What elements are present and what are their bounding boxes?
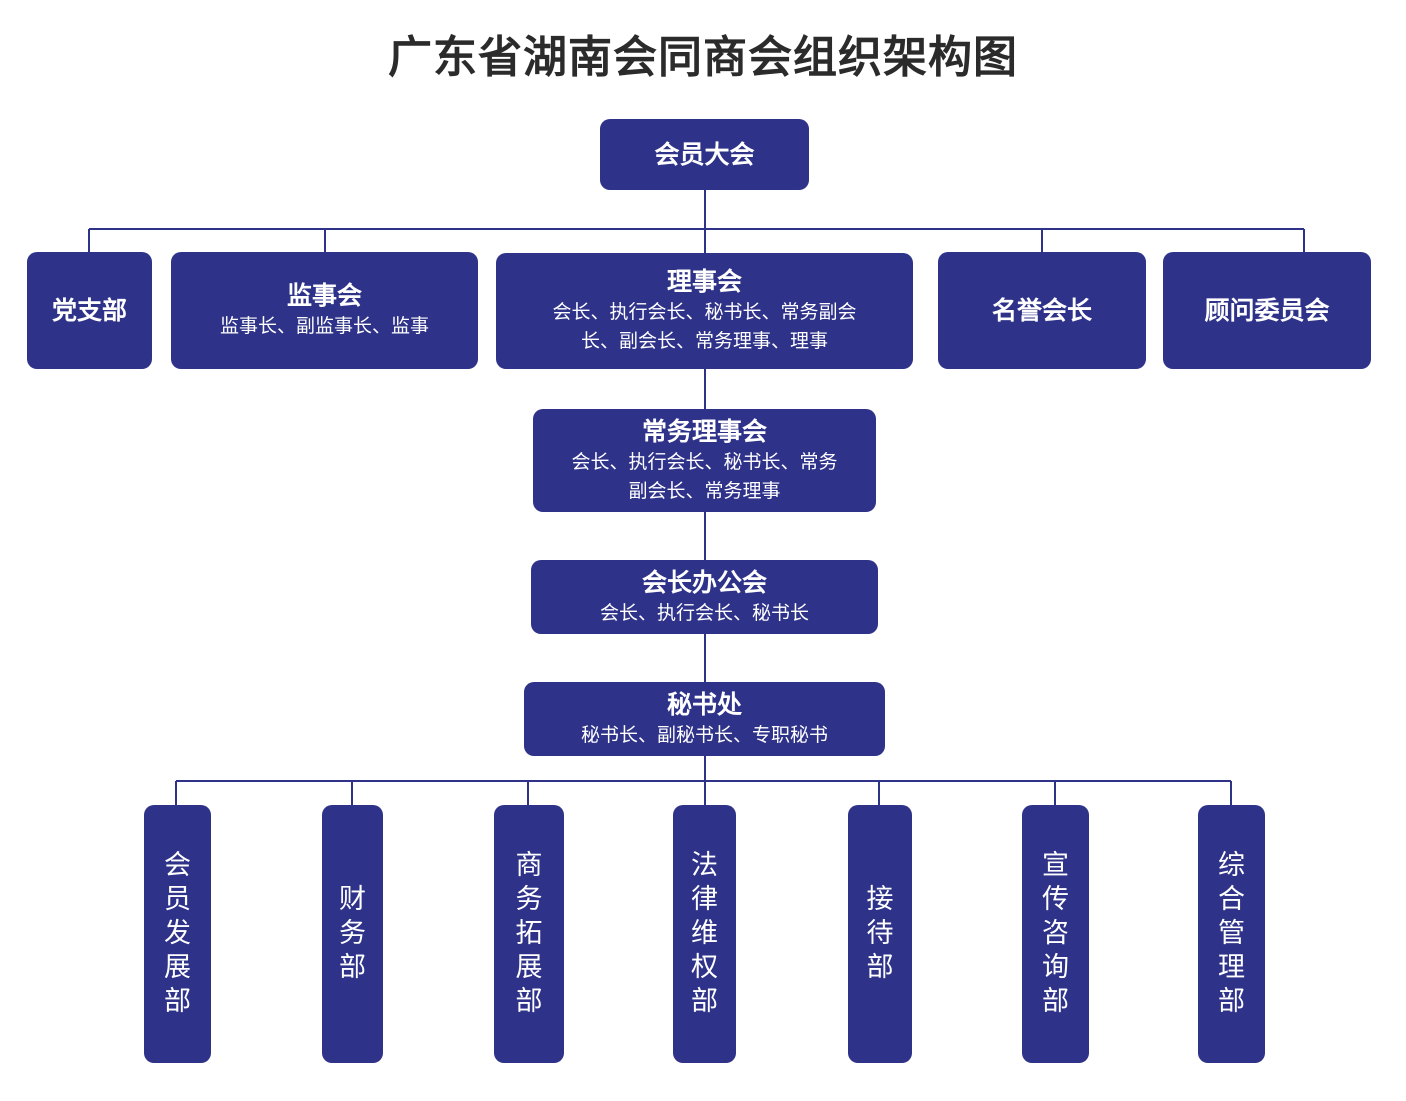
department-name: 宣传咨询部 — [1042, 850, 1069, 1017]
honorary-president-box: 名誉会长 — [938, 252, 1146, 369]
council-name: 理事会 — [666, 267, 742, 296]
party-branch-name: 党支部 — [51, 295, 127, 325]
department-box: 财务部 — [322, 805, 383, 1063]
president-office-name: 会长办公会 — [641, 567, 767, 597]
advisory-committee-box: 顾问委员会 — [1163, 252, 1371, 369]
department-box: 接待部 — [848, 805, 912, 1063]
advisory-committee-name: 顾问委员会 — [1204, 295, 1330, 325]
council-members: 会长、执行会长、秘书长、常务副会长、副会长、常务理事、理事 — [552, 301, 857, 352]
standing-council-name: 常务理事会 — [641, 416, 767, 446]
department-box: 法律维权部 — [673, 805, 736, 1063]
general-assembly-name: 会员大会 — [654, 139, 755, 169]
honorary-president-name: 名誉会长 — [991, 295, 1092, 325]
president-office-members: 会长、执行会长、秘书长 — [599, 601, 809, 624]
secretariat-box: 秘书处 秘书长、副秘书长、专职秘书 — [524, 682, 885, 756]
department-box: 综合管理部 — [1198, 805, 1265, 1063]
supervisory-board-members: 监事长、副监事长、监事 — [219, 315, 429, 337]
department-name: 会员发展部 — [164, 850, 191, 1017]
council-box: 理事会 会长、执行会长、秘书长、常务副会长、副会长、常务理事、理事 — [496, 253, 913, 369]
general-assembly-box: 会员大会 — [600, 119, 809, 190]
department-name: 综合管理部 — [1218, 850, 1245, 1017]
secretariat-members: 秘书长、副秘书长、专职秘书 — [580, 723, 828, 746]
president-office-box: 会长办公会 会长、执行会长、秘书长 — [531, 560, 878, 634]
supervisory-board-box: 监事会 监事长、副监事长、监事 — [171, 252, 478, 369]
standing-council-members: 会长、执行会长、秘书长、常务副会长、常务理事 — [571, 450, 838, 502]
supervisory-board-name: 监事会 — [286, 281, 362, 310]
department-name: 法律维权部 — [691, 850, 718, 1017]
department-box: 宣传咨询部 — [1022, 805, 1089, 1063]
page-title: 广东省湖南会同商会组织架构图 — [388, 32, 1018, 83]
party-branch-box: 党支部 — [27, 252, 152, 369]
department-name: 接待部 — [866, 884, 894, 983]
department-box: 会员发展部 — [144, 805, 211, 1063]
department-box: 商务拓展部 — [494, 805, 564, 1063]
standing-council-box: 常务理事会 会长、执行会长、秘书长、常务副会长、常务理事 — [533, 409, 876, 512]
department-name: 财务部 — [339, 884, 366, 983]
department-name: 商务拓展部 — [515, 850, 543, 1017]
secretariat-name: 秘书处 — [666, 689, 742, 719]
